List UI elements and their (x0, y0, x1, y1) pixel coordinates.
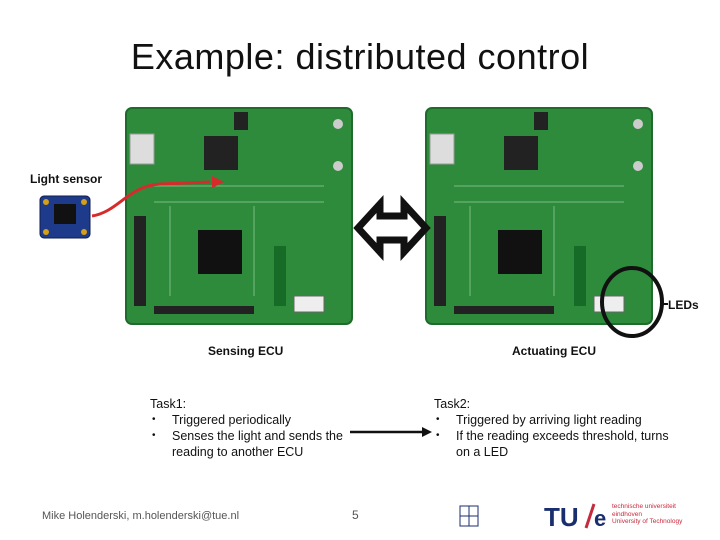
task-flow-arrow-icon (350, 427, 432, 437)
actuating-ecu-board-image (424, 106, 656, 328)
task1-heading: Task1: (150, 397, 187, 411)
tue-logo-line: technische universiteit (612, 503, 676, 510)
footer-author: Mike Holenderski, m.holenderski@tue.nl (42, 510, 240, 522)
task2-bullet-list: Triggered by arriving light reading If t… (434, 412, 674, 460)
bidirectional-communication-arrow-icon (353, 195, 431, 261)
task2-bullet: Triggered by arriving light reading (434, 412, 674, 428)
tue-logo-line: eindhoven (612, 510, 642, 518)
sensing-ecu-board-image (124, 106, 356, 328)
task1-block: Task1: Triggered periodically Senses the… (150, 396, 350, 460)
slide-title: Example: distributed control (130, 36, 590, 77)
task1-bullet: Senses the light and sends the reading t… (150, 428, 350, 460)
task1-bullet-list: Triggered periodically Senses the light … (150, 412, 350, 460)
task2-bullet: If the reading exceeds threshold, turns … (434, 428, 674, 460)
light-sensor-label: Light sensor (30, 172, 103, 186)
task2-heading: Task2: (434, 397, 471, 411)
leds-label: LEDs (668, 298, 699, 312)
task1-bullet: Triggered periodically (150, 412, 350, 428)
university-crest-icon (459, 505, 479, 527)
actuating-ecu-caption: Actuating ECU (512, 344, 596, 358)
light-sensor-module-icon (39, 195, 91, 239)
svg-text:TU: TU (544, 502, 579, 530)
task2-block: Task2: Triggered by arriving light readi… (434, 396, 674, 460)
tue-logo-text: technische universiteit eindhoven Univer… (612, 503, 682, 526)
sensing-ecu-caption: Sensing ECU (208, 344, 284, 358)
page-number: 5 (352, 508, 359, 522)
svg-text:e: e (594, 506, 606, 530)
tue-logo: TU e (544, 502, 608, 532)
tue-logo-line: University of Technology (612, 518, 683, 525)
